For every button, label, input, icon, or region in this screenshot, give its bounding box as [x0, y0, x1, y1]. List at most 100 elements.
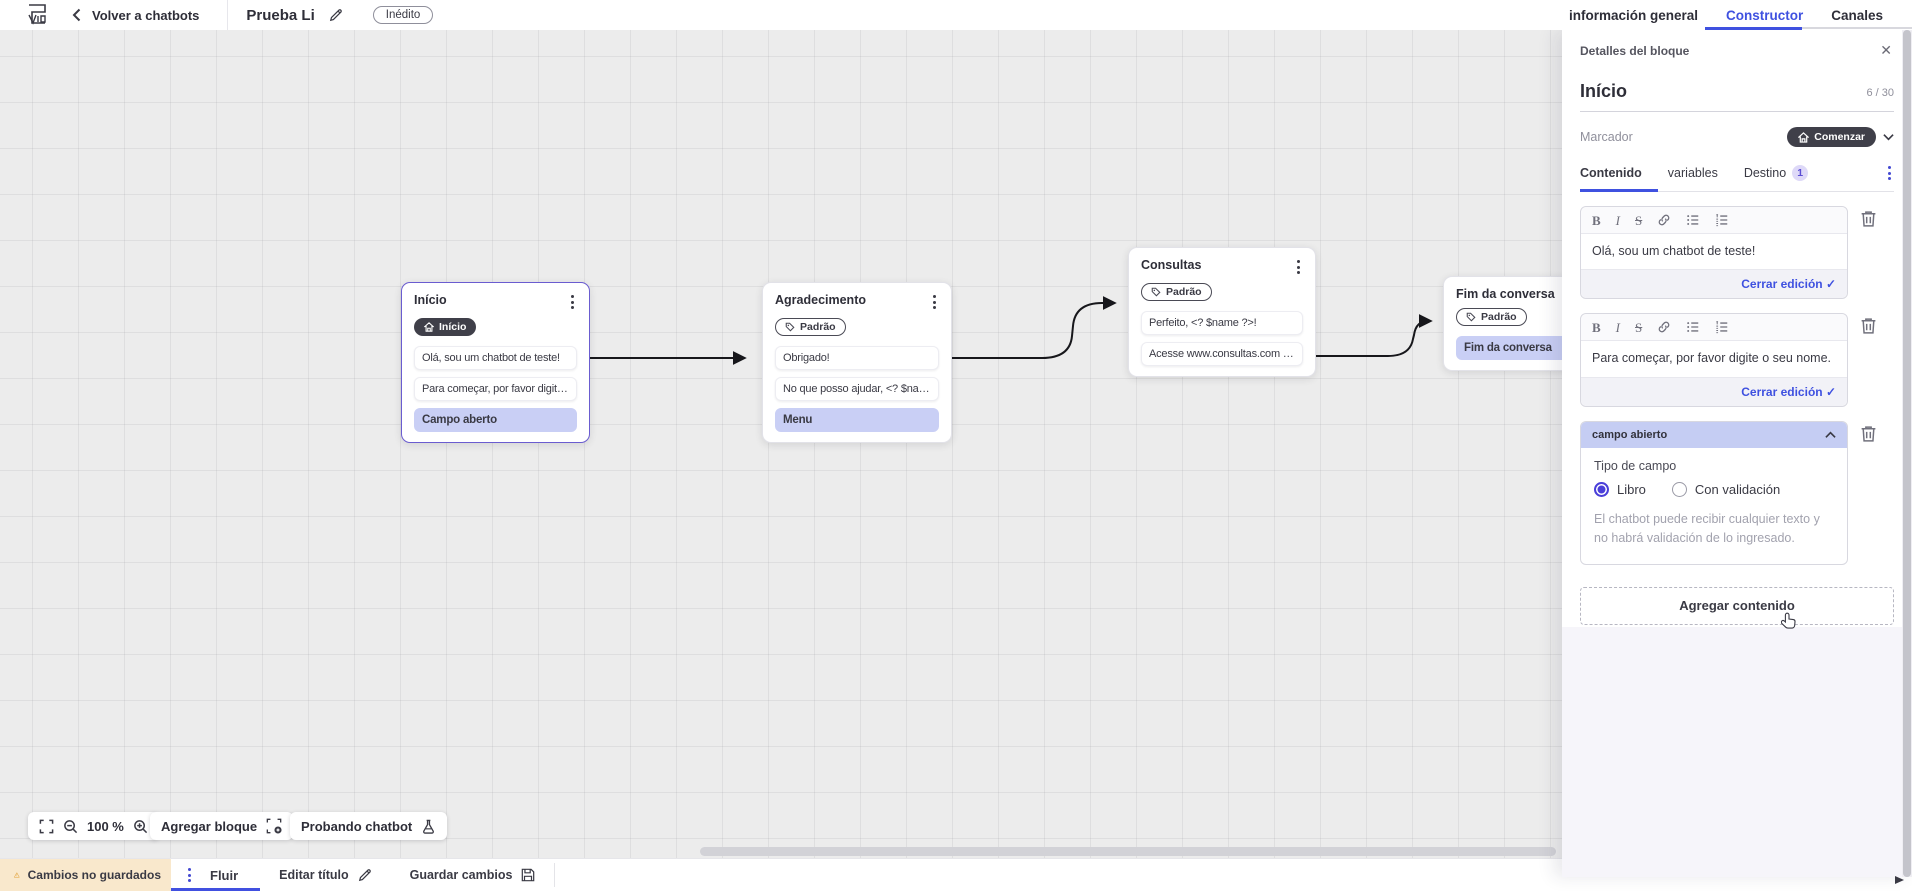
tag-icon [785, 322, 795, 332]
trash-icon[interactable] [1860, 210, 1877, 228]
tab-destino[interactable]: Destino 1 [1744, 165, 1809, 181]
flow-menu-icon[interactable] [185, 866, 194, 884]
back-label: Volver a chatbots [92, 7, 200, 23]
edit-title-icon[interactable] [329, 8, 343, 22]
node-fim-da-conversa[interactable]: Fim da conversa Padrão Fim da conversa [1443, 276, 1562, 371]
open-field-header[interactable]: campo abierto [1581, 421, 1847, 448]
test-chatbot-label: Probando chatbot [301, 818, 413, 834]
start-badge: Início [414, 318, 477, 336]
panel-bottom-area [1562, 627, 1912, 877]
trash-icon[interactable] [1860, 425, 1877, 443]
default-badge: Padrão [1141, 283, 1212, 301]
panel-title: Detalles del bloque [1580, 43, 1690, 58]
radio-libro[interactable]: Libro [1594, 481, 1646, 497]
default-badge: Padrão [775, 318, 846, 336]
tab-constructor[interactable]: Constructor [1726, 7, 1804, 23]
canvas-horizontal-scrollbar[interactable] [700, 847, 1556, 856]
block-name-input[interactable]: Início [1580, 81, 1628, 101]
bold-icon[interactable]: B [1592, 212, 1601, 228]
flow-connections [589, 296, 1433, 365]
node-consultas[interactable]: Consultas Padrão Perfeito, <? $name ?>! … [1128, 247, 1316, 377]
add-block-button[interactable]: Agregar bloque [150, 812, 294, 840]
node-message-item[interactable]: Acesse www.consultas.com par... [1141, 342, 1303, 366]
tab-fluir[interactable]: Fluir [171, 859, 261, 891]
test-chatbot-button[interactable]: Probando chatbot [290, 812, 448, 840]
strikethrough-icon[interactable]: S [1635, 212, 1643, 228]
tab-informacion-general[interactable]: información general [1569, 7, 1699, 23]
node-message-item[interactable]: No que posso ajudar, <? $name ... [775, 377, 939, 401]
node-inicio[interactable]: Início Início Olá, sou um chatbot de tes… [401, 282, 590, 443]
close-edit-button[interactable]: Cerrar edición ✓ [1581, 269, 1847, 299]
tab-variables[interactable]: variables [1667, 166, 1718, 180]
resize-corner-icon [1895, 876, 1904, 884]
panel-scrollbar[interactable] [1902, 30, 1912, 877]
node-message-item[interactable]: Para começar, por favor digite o ... [414, 377, 577, 401]
node-message-item[interactable]: Perfeito, <? $name ?>! [1141, 311, 1303, 335]
close-edit-button[interactable]: Cerrar edición ✓ [1581, 376, 1847, 406]
chevron-left-icon [72, 8, 81, 22]
node-menu-icon[interactable] [1294, 258, 1303, 276]
link-icon[interactable] [1657, 213, 1671, 227]
edit-title-button[interactable]: Editar título [260, 859, 390, 891]
panel-content-tabs: Contenido variables Destino 1 [1580, 164, 1894, 192]
tab-canales[interactable]: Canales [1831, 7, 1884, 23]
panel-tabs-menu-icon[interactable] [1885, 164, 1894, 182]
status-badge: Inédito [372, 6, 434, 24]
numbered-list-icon[interactable] [1715, 213, 1729, 227]
node-end-item[interactable]: Fim da conversa [1456, 336, 1562, 360]
message-editor-2: B I S Para começar, por favor digite o s… [1580, 313, 1848, 407]
flow-canvas[interactable]: Início Início Olá, sou um chatbot de tes… [0, 30, 1562, 858]
trash-icon[interactable] [1860, 317, 1877, 335]
radio-con-validacion[interactable]: Con validación [1671, 481, 1780, 497]
topbar-divider [227, 0, 229, 30]
italic-icon[interactable]: I [1615, 319, 1621, 335]
node-title: Início [414, 293, 447, 307]
back-to-chatbots[interactable]: Volver a chatbots [72, 8, 199, 23]
link-icon[interactable] [1657, 320, 1671, 334]
home-icon [1798, 131, 1810, 143]
save-icon [522, 868, 535, 882]
zoom-out-icon[interactable] [63, 819, 78, 834]
strikethrough-icon[interactable]: S [1635, 319, 1643, 335]
node-message-item[interactable]: Obrigado! [775, 346, 939, 370]
top-bar: Volver a chatbots Prueba Li Inédito info… [0, 0, 1912, 30]
add-content-button[interactable]: Agregar contenido [1580, 586, 1894, 629]
save-changes-button[interactable]: Guardar cambios [391, 859, 555, 891]
default-badge: Padrão [1456, 308, 1527, 326]
app-logo-icon [24, 2, 50, 28]
numbered-list-icon[interactable] [1715, 320, 1729, 334]
message-text[interactable]: Olá, sou um chatbot de teste! [1592, 244, 1756, 258]
pencil-icon [358, 869, 371, 882]
node-title: Fim da conversa [1456, 287, 1555, 301]
bullet-list-icon[interactable] [1686, 213, 1700, 227]
tab-contenido[interactable]: Contenido [1580, 166, 1642, 180]
chatbot-title[interactable]: Prueba Li [246, 6, 315, 24]
italic-icon[interactable]: I [1615, 212, 1621, 228]
bottombar-divider [554, 863, 556, 887]
message-text[interactable]: Para começar, por favor digite o seu nom… [1592, 351, 1832, 366]
add-block-label: Agregar bloque [161, 818, 258, 834]
chevron-up-icon[interactable] [1825, 431, 1836, 439]
destino-count-badge: 1 [1792, 165, 1809, 181]
zoom-controls: 100 % [28, 812, 159, 840]
add-block-icon [266, 818, 282, 834]
node-menu-item[interactable]: Menu [775, 408, 939, 432]
node-message-item[interactable]: Olá, sou um chatbot de teste! [414, 346, 577, 370]
node-title: Agradecimento [775, 293, 866, 307]
node-open-field-item[interactable]: Campo aberto [414, 408, 577, 432]
radio-selected-icon [1594, 481, 1609, 497]
close-icon[interactable]: ✕ [1880, 42, 1892, 58]
rich-text-toolbar: B I S [1581, 314, 1847, 342]
bold-icon[interactable]: B [1592, 319, 1601, 335]
chevron-down-icon[interactable] [1883, 133, 1894, 141]
fullscreen-icon[interactable] [39, 819, 54, 834]
bullet-list-icon[interactable] [1686, 320, 1700, 334]
marker-value-pill[interactable]: Comenzar [1787, 127, 1876, 147]
node-menu-icon[interactable] [568, 293, 577, 311]
zoom-in-icon[interactable] [133, 819, 148, 834]
message-editor-1: B I S Olá, sou um chatbot de teste! Cerr… [1580, 206, 1848, 300]
char-counter: 6 / 30 [1866, 87, 1894, 99]
node-agradecimento[interactable]: Agradecimento Padrão Obrigado! No que po… [762, 282, 952, 443]
radio-unselected-icon [1671, 481, 1687, 497]
node-menu-icon[interactable] [930, 293, 939, 311]
